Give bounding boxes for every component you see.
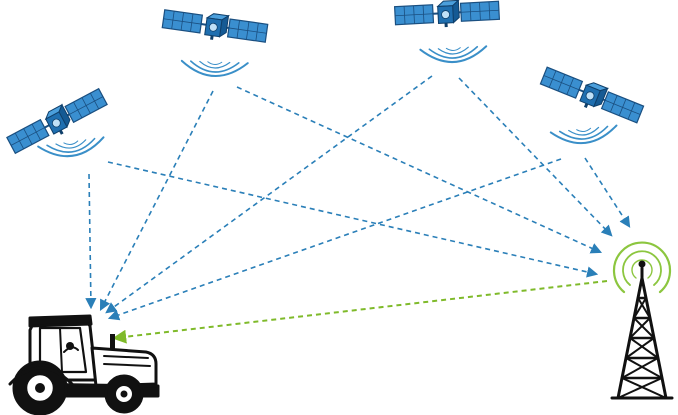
tower-signal-wave-icon — [612, 241, 672, 294]
radio-tower-icon — [610, 260, 674, 400]
base-station-tower — [610, 241, 674, 400]
satellite-4-signal — [549, 124, 619, 148]
link-sat-4-to-tower — [584, 157, 631, 228]
link-sat-1-to-tractor — [85, 173, 97, 310]
satellite-2 — [160, 5, 270, 49]
signal-wave-icon — [180, 59, 249, 79]
satellite-icon — [537, 63, 646, 129]
link-sat-4-to-tractor — [107, 158, 562, 321]
link-tower-to-tractor — [112, 280, 608, 344]
signal-wave-icon — [37, 136, 107, 162]
satellite-3-signal — [419, 45, 489, 65]
link-sat-2-to-tower — [236, 86, 603, 254]
link-sat-2-to-tractor — [99, 90, 214, 311]
link-sat-3-to-tractor — [105, 75, 433, 314]
satellite-1-signal — [37, 136, 107, 162]
signal-wave-icon — [549, 124, 619, 148]
tractor-icon — [8, 314, 160, 415]
satellite-icon — [393, 0, 501, 31]
satellite-3 — [393, 0, 501, 31]
satellite-2-signal — [180, 59, 249, 79]
satellite-icon — [160, 5, 270, 49]
signal-links — [85, 75, 631, 344]
link-sat-3-to-tower — [458, 77, 613, 237]
signal-wave-icon — [419, 45, 489, 65]
satellite-4 — [537, 63, 646, 129]
link-sat-1-to-tower — [107, 161, 599, 278]
